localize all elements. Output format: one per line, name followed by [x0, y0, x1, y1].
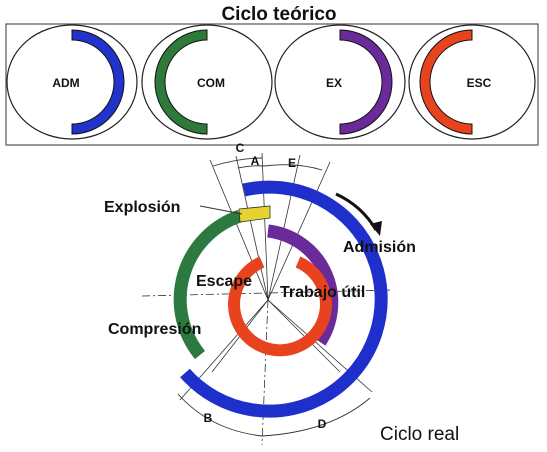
stroke-com-label: COM — [197, 76, 225, 90]
escape-arc — [228, 256, 332, 357]
explosion-pointer — [199, 205, 243, 215]
ref-line-e1 — [267, 161, 331, 301]
ref-line-c1 — [261, 152, 269, 301]
angle-arc-e — [263, 164, 323, 171]
theoretical-cycle-frame — [5, 23, 539, 146]
explosion-label: Explosión — [104, 199, 180, 216]
trabajo-util-label: Trabajo útil — [280, 284, 365, 301]
angle-arc-d — [261, 397, 371, 437]
stroke-adm-arc — [71, 29, 125, 135]
stroke-esc-label: ESC — [467, 76, 492, 90]
real-cycle: C A E B D Explosión Admisión Escape Trab… — [104, 141, 416, 446]
angle-label-e: E — [288, 156, 296, 170]
angle-arc-b — [177, 393, 263, 437]
real-cycle-title: Ciclo real — [380, 424, 459, 445]
stroke-adm-label: ADM — [52, 76, 79, 90]
compresion-arc — [173, 209, 243, 360]
stroke-adm: ADM — [6, 24, 138, 140]
vertical-axis — [261, 299, 269, 446]
compresion-label: Compresión — [108, 321, 201, 338]
stroke-ex: EX — [274, 24, 406, 140]
angle-label-c: C — [236, 141, 245, 155]
stroke-ex-arc — [339, 29, 393, 135]
angle-label-b: B — [204, 411, 213, 425]
horizontal-axis — [141, 289, 393, 297]
admision-label: Admisión — [343, 239, 416, 256]
angle-arc-c — [212, 157, 263, 167]
stroke-esc: ESC — [408, 24, 536, 140]
admision-arc — [180, 180, 388, 418]
angle-label-d: D — [318, 417, 327, 431]
ref-line-c2 — [209, 159, 269, 301]
ref-line-a1 — [235, 155, 269, 301]
stroke-com: COM — [141, 24, 273, 140]
bottom-angle-marks — [177, 393, 371, 437]
explosion-segment — [238, 205, 271, 223]
stroke-com-arc — [154, 29, 208, 135]
trabajo-util-arc — [267, 224, 339, 346]
escape-label: Escape — [196, 273, 252, 290]
stroke-ex-label: EX — [326, 76, 342, 90]
angle-arc-a — [237, 165, 265, 169]
rotation-arrowhead-icon — [370, 221, 382, 236]
ref-line-e2 — [267, 154, 301, 301]
ref-line-d2 — [267, 299, 341, 373]
top-angle-marks — [212, 157, 323, 171]
angle-label-a: A — [251, 154, 260, 168]
stroke-esc-arc — [419, 29, 473, 135]
theoretical-cycle-title: Ciclo teórico — [221, 4, 336, 25]
